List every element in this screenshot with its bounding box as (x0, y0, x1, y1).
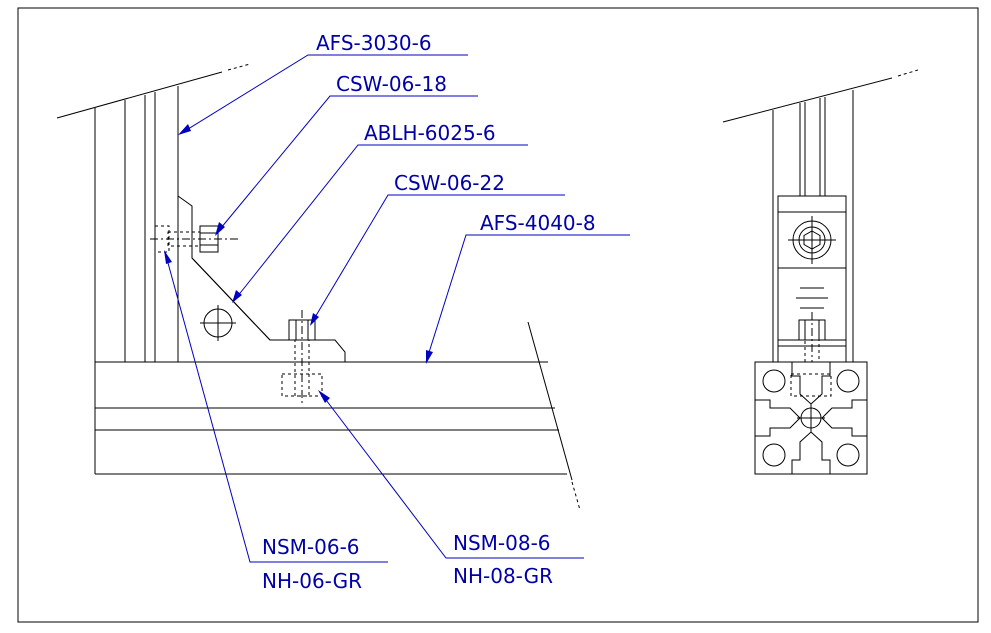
leader-csw-06-18 (215, 95, 478, 235)
leaders (164, 54, 630, 563)
leader-nsm-08 (319, 391, 584, 559)
label-nsm-08: NSM-08-6 (453, 531, 551, 555)
bolt-csw-06-22 (288, 310, 316, 404)
top-break-line (56, 71, 223, 119)
label-afs-3030: AFS-3030-6 (316, 31, 432, 55)
leader-afs-4040 (425, 234, 630, 363)
nut-nsm-08 (281, 373, 323, 397)
drawing-border (17, 7, 979, 623)
label-nh-06: NH-06-GR (262, 569, 362, 593)
top-break-line-dashed (227, 63, 251, 71)
leader-afs-3030 (179, 54, 468, 135)
label-nh-08: NH-08-GR (453, 564, 553, 588)
leader-csw-06-22 (310, 194, 565, 325)
end-view (722, 69, 919, 475)
leader-ablh (232, 144, 528, 303)
horizontal-profile-afs-4040 (94, 321, 581, 511)
end-top-break-line (722, 77, 893, 123)
vertical-profile-afs-3030 (94, 86, 179, 362)
side-view (56, 63, 581, 511)
label-csw-06-18: CSW-06-18 (336, 72, 447, 96)
label-nsm-06: NSM-06-6 (262, 535, 360, 559)
end-nut (790, 373, 832, 397)
profile-cross-section (754, 361, 868, 475)
bolt-csw-06-18 (150, 225, 238, 253)
angle-bracket-ablh (177, 195, 346, 363)
label-ablh: ABLH-6025-6 (364, 121, 496, 145)
nut-nsm-06 (154, 225, 170, 253)
label-afs-4040: AFS-4040-8 (480, 211, 596, 235)
label-csw-06-22: CSW-06-22 (394, 171, 505, 195)
bracket-inner-edge (191, 257, 271, 341)
